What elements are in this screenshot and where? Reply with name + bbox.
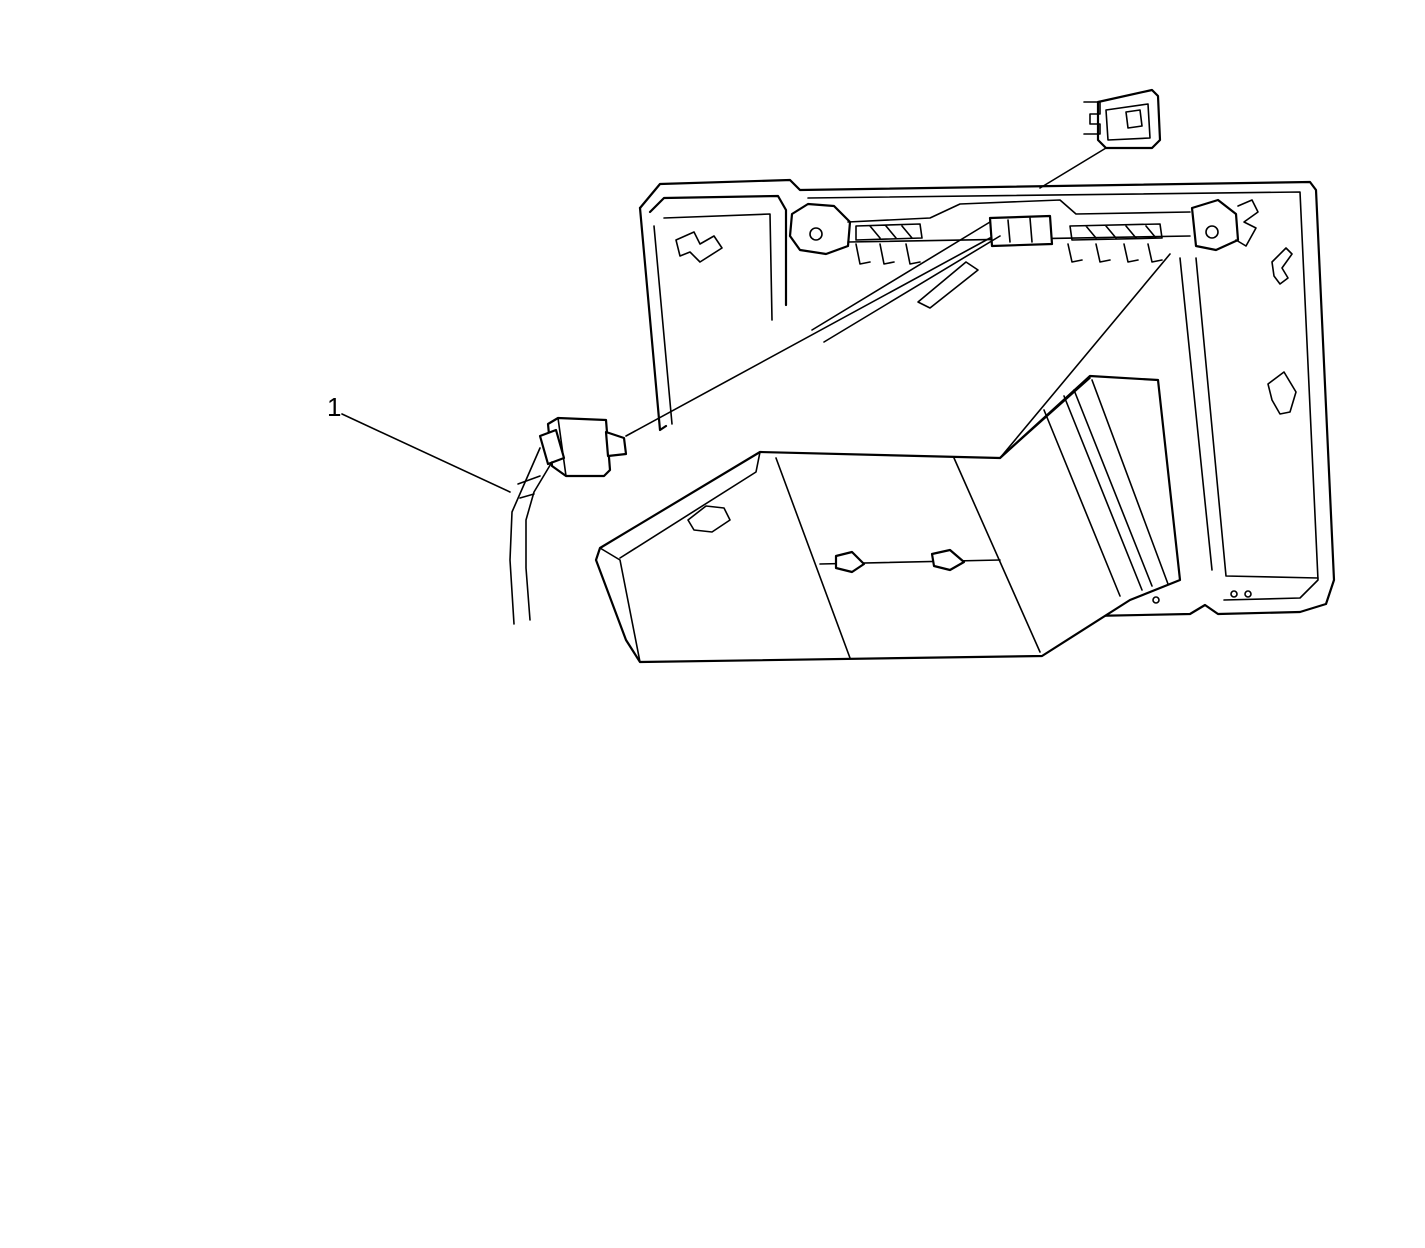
glove-box-frame (638, 178, 1336, 618)
glove-box-bin (594, 221, 1182, 664)
callout-label-1: 1 (327, 392, 342, 422)
wiring-harness-connector (341, 413, 628, 625)
retainer-clip-icon (1039, 88, 1162, 189)
